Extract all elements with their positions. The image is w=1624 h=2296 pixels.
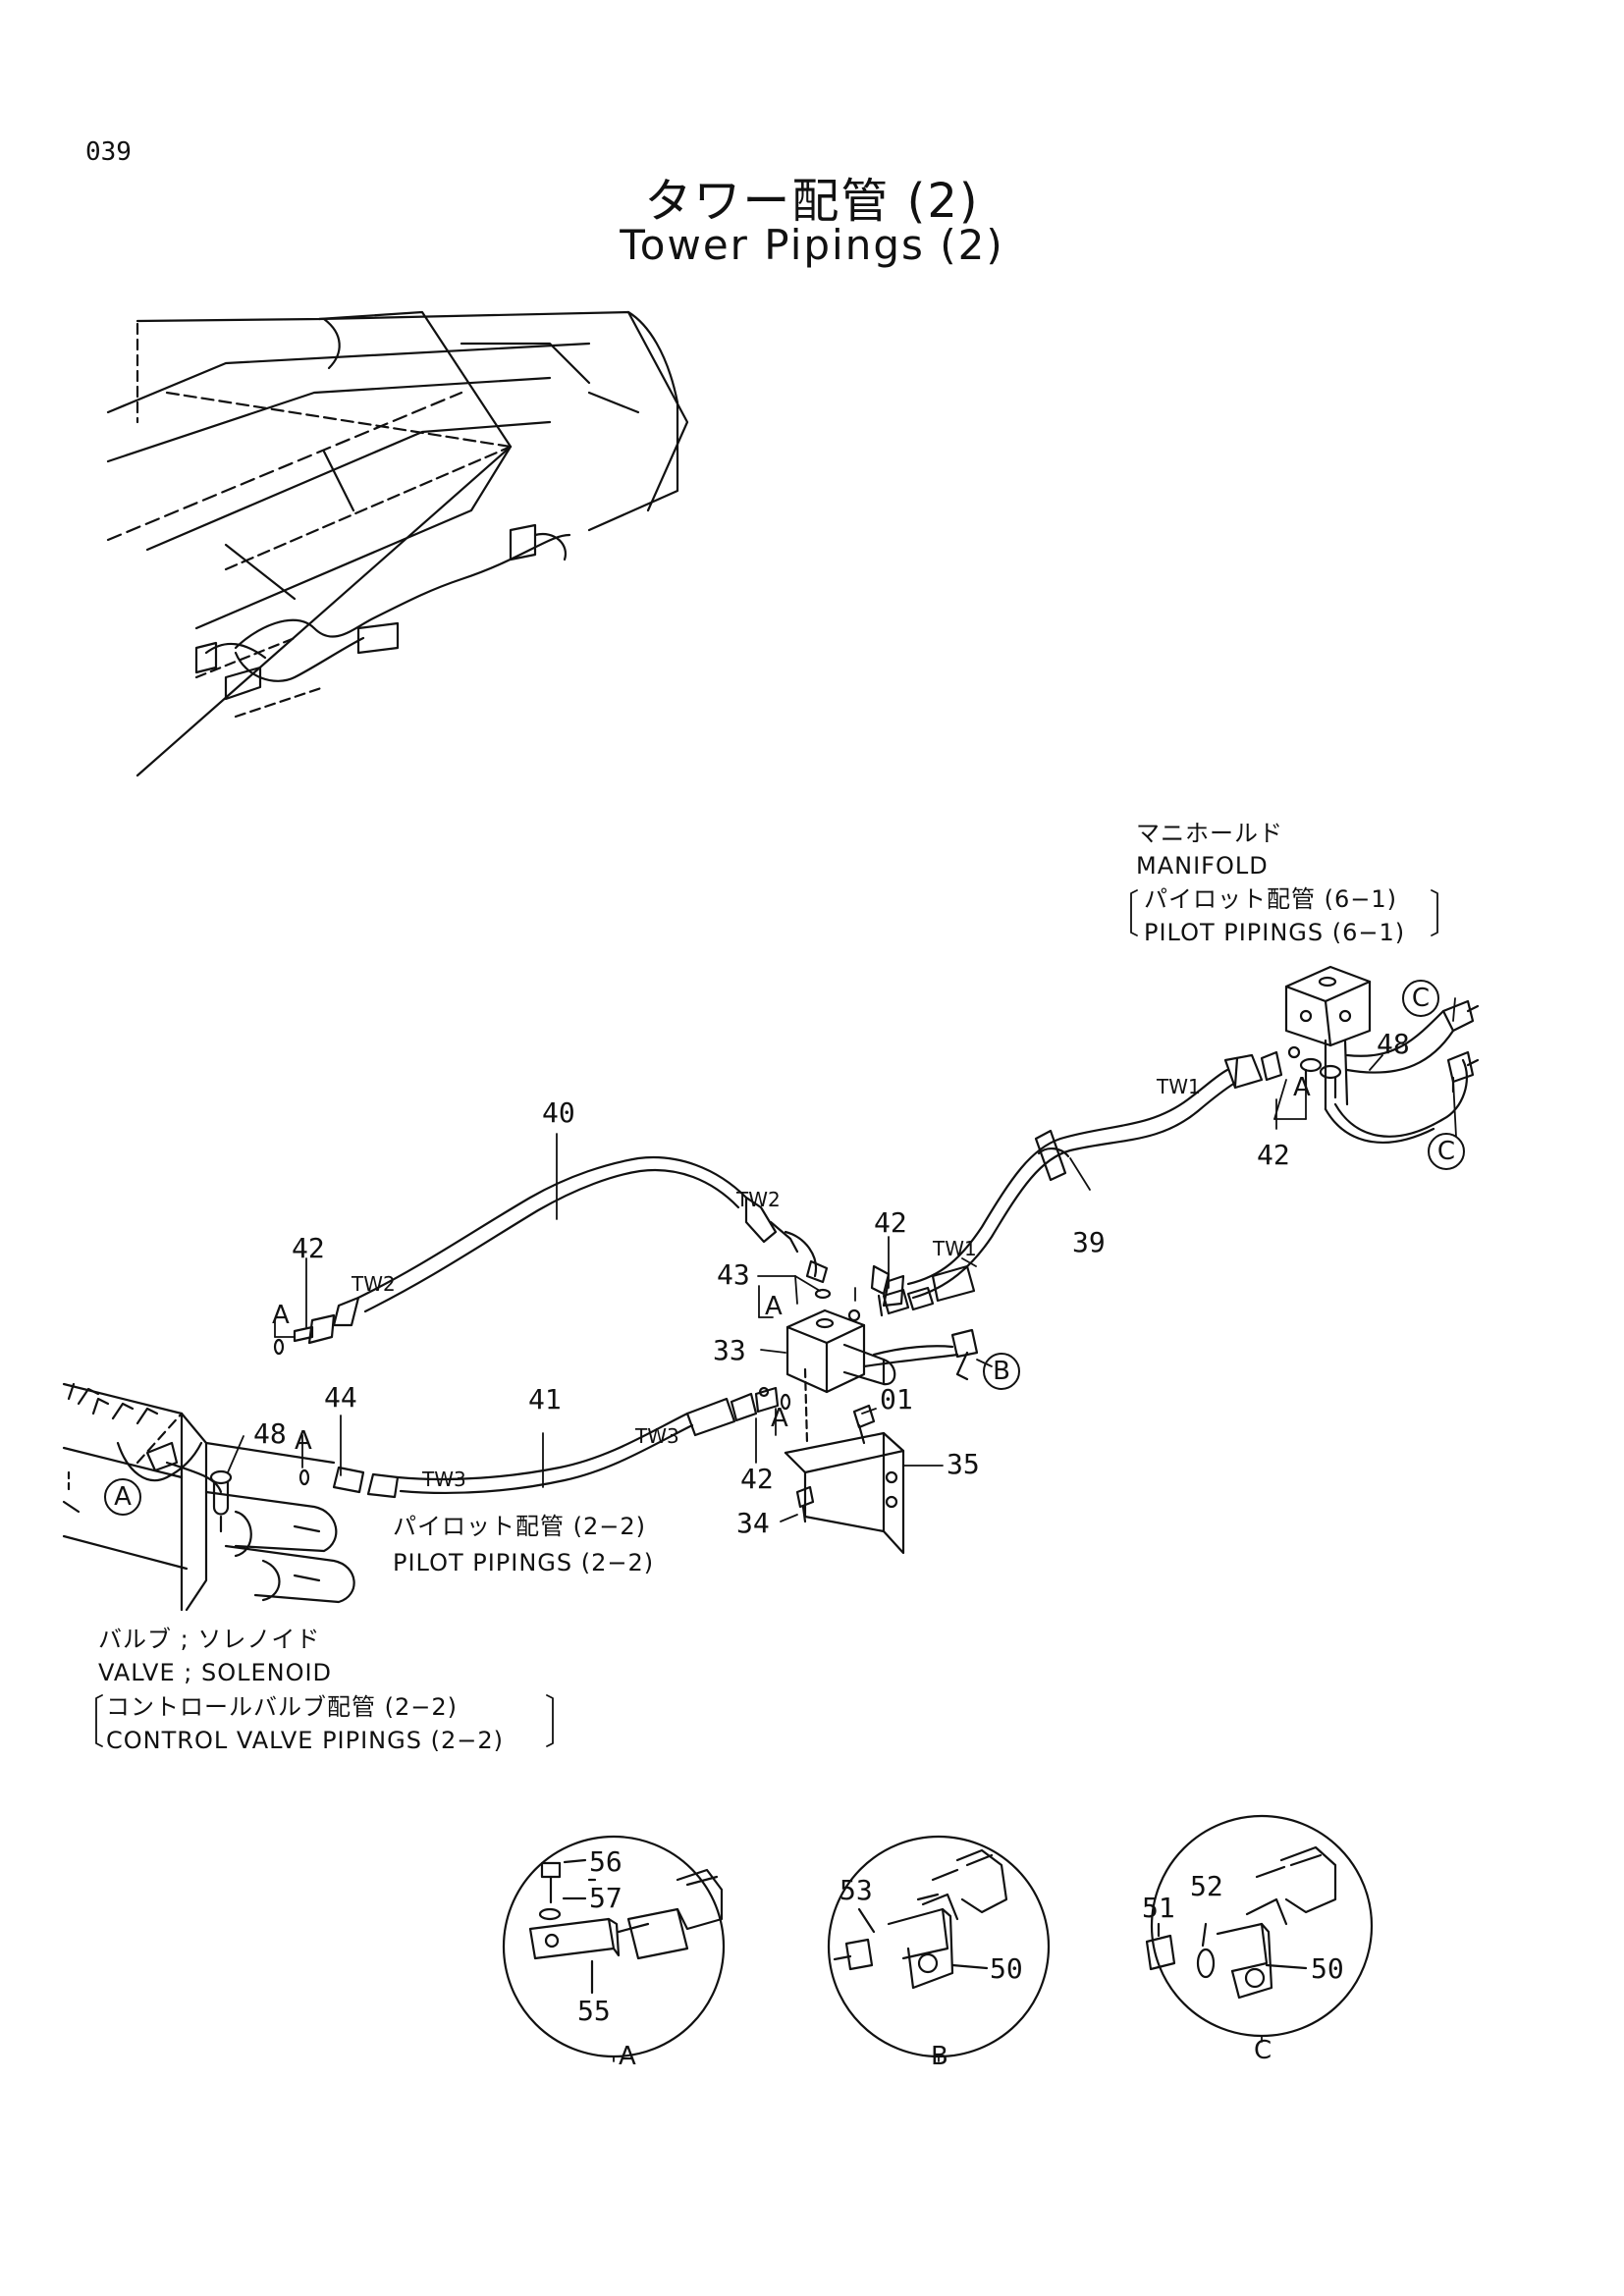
- detail-c-caption: C: [1254, 2036, 1272, 2065]
- overview-frame-drawing: [106, 310, 689, 777]
- valve-label-en: VALVE ; SOLENOID: [98, 1659, 333, 1686]
- part-number: 39: [1072, 1226, 1106, 1258]
- part-number: 42: [874, 1206, 907, 1239]
- control-valve-drawing: [62, 1382, 355, 1612]
- detail-a-part: 57: [589, 1882, 623, 1914]
- part-number: 48: [253, 1417, 287, 1450]
- part-number: 41: [528, 1383, 562, 1415]
- part-number: 42: [292, 1232, 325, 1264]
- detail-mark-a: A: [295, 1426, 312, 1456]
- part-number: 40: [542, 1096, 575, 1129]
- valve-ref-jp: コントロールバルブ配管 (2−2): [106, 1693, 459, 1721]
- detail-b-caption: B: [931, 2042, 948, 2071]
- hose-39-drawing: [882, 1045, 1301, 1308]
- detail-c-part: 52: [1190, 1870, 1223, 1902]
- detail-mark-a: A: [765, 1292, 783, 1321]
- part-number: 44: [324, 1381, 357, 1414]
- part-number: 35: [947, 1448, 980, 1480]
- manifold-drawing: [1284, 965, 1480, 1144]
- detail-c-part: 51: [1142, 1892, 1175, 1924]
- hose-mark: TW1: [1157, 1075, 1201, 1098]
- manifold-label-jp: マニホールド: [1136, 820, 1283, 847]
- callout-c: C: [1436, 1137, 1456, 1166]
- manifold-ref-brackets: [1130, 889, 1438, 936]
- detail-c-part: 50: [1311, 1952, 1344, 1985]
- valve-ref-brackets: [95, 1694, 554, 1747]
- part-number: 48: [1377, 1028, 1410, 1060]
- bracket-35-drawing: [784, 1367, 905, 1555]
- valve-label-jp: バルブ ; ソレノイド: [98, 1626, 321, 1653]
- part-number: 34: [736, 1507, 770, 1539]
- title-english: Tower Pipings (2): [620, 221, 1004, 269]
- manifold-label-en: MANIFOLD: [1136, 852, 1269, 880]
- detail-view-B-drawing: [827, 1835, 1051, 2058]
- detail-a-caption: A: [619, 2042, 636, 2071]
- hose-mark: TW2: [736, 1188, 781, 1211]
- detail-mark-a: A: [771, 1404, 788, 1433]
- valve-ref-en: CONTROL VALVE PIPINGS (2−2): [106, 1727, 504, 1754]
- part-number: 42: [1257, 1139, 1290, 1171]
- part-number: 33: [713, 1334, 746, 1366]
- callout-c: C: [1411, 984, 1431, 1013]
- detail-a-part: 55: [577, 1995, 611, 2027]
- detail-view-C-drawing: [1145, 1814, 1374, 2038]
- callout-b: B: [993, 1357, 1010, 1386]
- pilot-ref-jp: パイロット配管 (2−2): [393, 1513, 647, 1540]
- hose-40-drawing: [273, 1156, 832, 1356]
- hose-mark: TW3: [422, 1468, 466, 1491]
- detail-caption-ticks: [613, 2035, 1263, 2062]
- detail-a-part: 56: [589, 1845, 623, 1878]
- leader-lines: [227, 997, 1457, 1522]
- part-number: 43: [717, 1258, 750, 1291]
- detail-b-part: 53: [839, 1874, 873, 1906]
- pilot-ref-en: PILOT PIPINGS (2−2): [393, 1549, 655, 1576]
- detail-mark-a: A: [272, 1301, 290, 1330]
- detail-view-A-drawing: [502, 1835, 726, 2058]
- manifold-ref-en: PILOT PIPINGS (6−1): [1144, 919, 1406, 946]
- title-japanese: タワー配管 (2): [644, 174, 980, 229]
- detail-b-part: 50: [990, 1952, 1023, 1985]
- callout-a: A: [114, 1482, 132, 1512]
- detail-mark-a: A: [1293, 1073, 1311, 1102]
- hose-mark: TW3: [635, 1424, 679, 1448]
- callout-circles: [104, 980, 1465, 1516]
- part-number: 01: [880, 1383, 913, 1415]
- manifold-ref-jp: パイロット配管 (6−1): [1144, 885, 1398, 913]
- page-number: 039: [85, 137, 132, 167]
- part-number: 42: [740, 1463, 774, 1495]
- hose-mark: TW1: [933, 1237, 977, 1260]
- solenoid-block-drawing: [758, 1264, 979, 1398]
- hose-mark: TW2: [352, 1272, 396, 1296]
- hose-41-drawing: [298, 1386, 791, 1499]
